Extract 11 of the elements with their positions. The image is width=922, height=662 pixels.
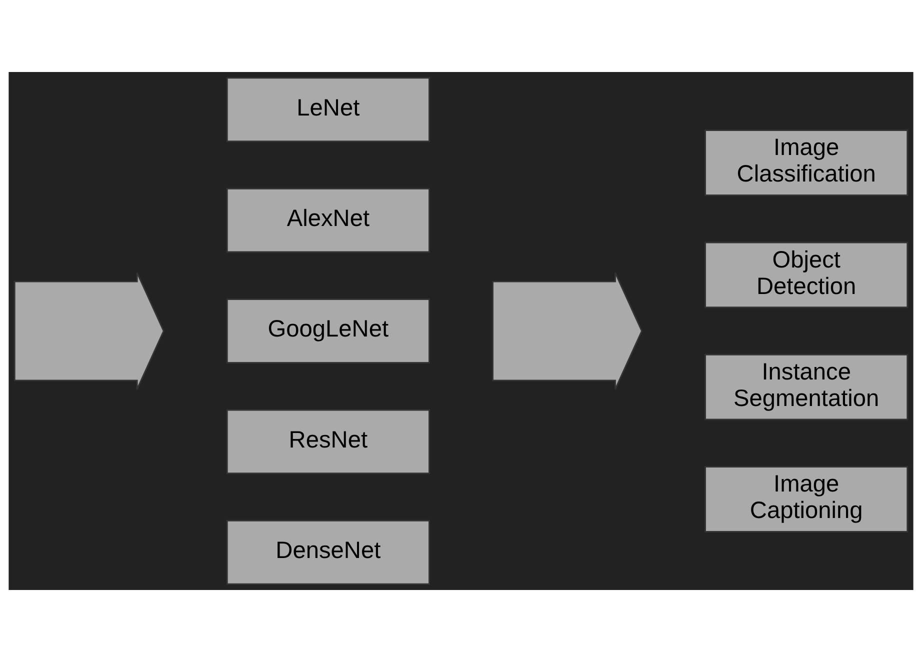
node-box: Image Captioning <box>704 466 908 532</box>
node-box: DenseNet <box>226 520 430 585</box>
node-box: Object Detection <box>704 242 908 308</box>
node-box: AlexNet <box>226 188 430 253</box>
node-box: Image Classification <box>704 130 908 196</box>
node-box: ResNet <box>226 409 430 474</box>
node-arrow <box>14 272 164 390</box>
node-box: Instance Segmentation <box>704 354 908 420</box>
node-arrow <box>492 272 643 390</box>
node-box: LeNet <box>226 77 430 142</box>
node-box: GoogLeNet <box>226 298 430 364</box>
